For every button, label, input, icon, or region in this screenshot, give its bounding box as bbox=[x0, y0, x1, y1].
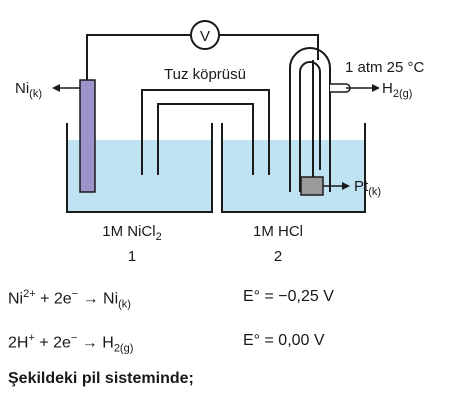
right-solution bbox=[222, 140, 365, 212]
ni-label: Ni(k) bbox=[15, 80, 42, 100]
left-solution-label: 1M NiCl2 bbox=[102, 223, 161, 243]
pt-label: Pt(k) bbox=[354, 178, 381, 198]
salt-bridge bbox=[141, 89, 270, 175]
platinum-electrode bbox=[300, 176, 324, 196]
h2-arrow-head bbox=[372, 84, 380, 92]
pt-arrow-head bbox=[342, 182, 350, 190]
voltmeter-label: V bbox=[200, 28, 210, 45]
right-solution-label: 1M HCl bbox=[253, 223, 303, 240]
half-reaction-2: 2H+ + 2e− → H2(g) bbox=[8, 332, 134, 355]
external-wire bbox=[86, 34, 319, 80]
ni-arrow-head bbox=[52, 84, 60, 92]
half-reaction-1-potential: E° = −0,25 V bbox=[243, 288, 334, 305]
nickel-electrode bbox=[79, 79, 96, 193]
right-cell-number: 2 bbox=[274, 248, 282, 265]
right-beaker bbox=[221, 123, 366, 213]
left-cell-number: 1 bbox=[128, 248, 136, 265]
condition-label: 1 atm 25 °C bbox=[345, 59, 425, 76]
left-beaker bbox=[66, 123, 213, 213]
salt-bridge-label: Tuz köprüsü bbox=[164, 66, 246, 83]
hydrogen-inner-tube bbox=[299, 61, 321, 192]
electrochemical-cell-diagram: V Ni(k) H2(g) 1 atm 25 °C Pt(k) Tuz köpr… bbox=[15, 20, 425, 265]
question-text: Şekildeki pil sisteminde; bbox=[8, 370, 194, 387]
voltmeter: V bbox=[190, 20, 220, 50]
h2-label: H2(g) bbox=[382, 80, 412, 100]
half-reaction-1: Ni2+ + 2e− → Ni(k) bbox=[8, 288, 131, 311]
hydrogen-outer-tube bbox=[289, 47, 331, 192]
half-reaction-2-potential: E° = 0,00 V bbox=[243, 332, 325, 349]
